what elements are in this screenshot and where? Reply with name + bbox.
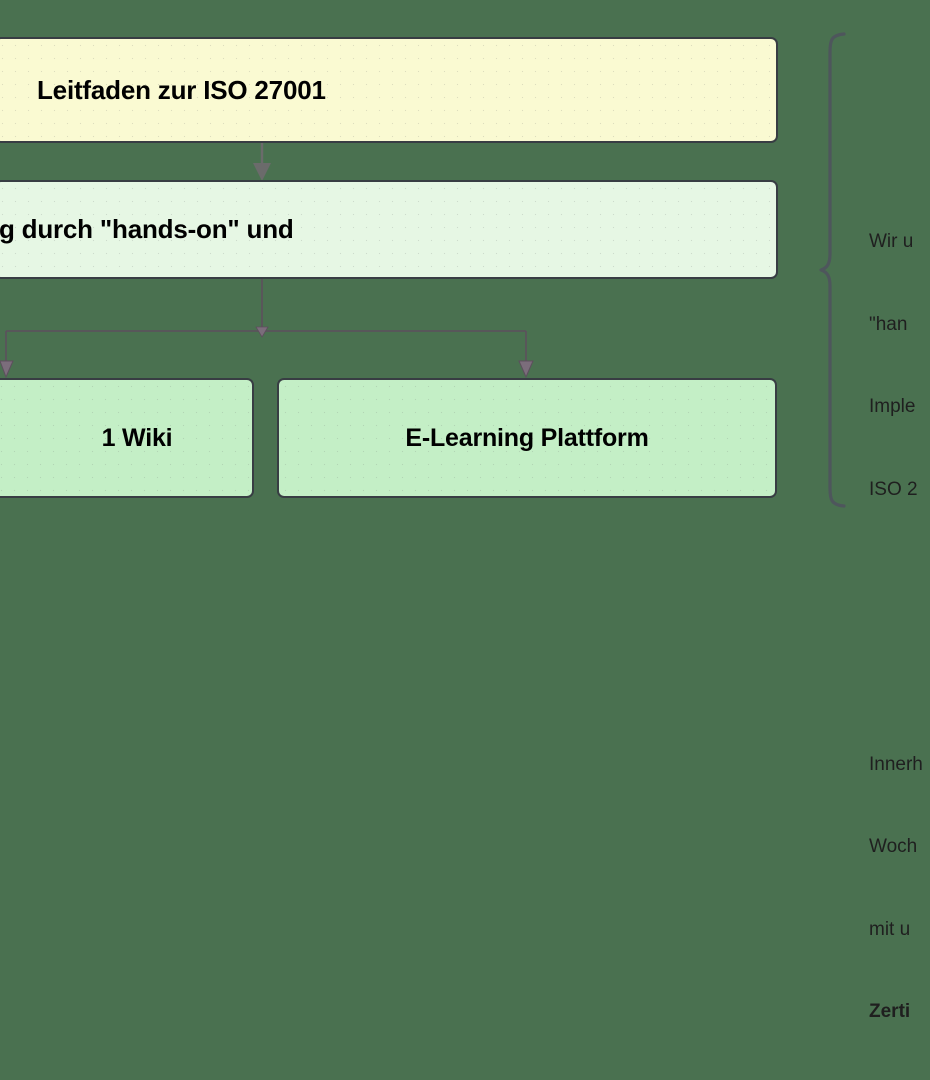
side-line-emphasis: Zerti — [869, 998, 930, 1026]
node-iso-27001-wiki[interactable]: 1 Wiki — [0, 378, 254, 498]
side-line: Woch — [869, 833, 930, 861]
side-panel-text: Wir u "han Imple ISO 2 Innerh Woch mit u… — [869, 118, 930, 1080]
node-unterstuetzung-label: rstützung durch "hands-on" und — [0, 214, 294, 245]
curly-brace-icon — [818, 30, 852, 510]
side-line: "han — [869, 311, 930, 339]
node-leitfaden-iso-27001[interactable]: Leitfaden zur ISO 27001 — [0, 37, 778, 143]
side-line: Imple — [869, 393, 930, 421]
diagram-canvas: Leitfaden zur ISO 27001 rstützung durch … — [0, 0, 930, 540]
node-wiki-label: 1 Wiki — [102, 424, 173, 453]
node-e-learning-plattform[interactable]: E-Learning Plattform — [277, 378, 777, 498]
side-paragraph-1: Wir u "han Imple ISO 2 — [869, 173, 930, 558]
node-elearning-label: E-Learning Plattform — [405, 424, 648, 453]
side-line: mit u — [869, 916, 930, 944]
side-line: Wir u — [869, 228, 930, 256]
edge-support-fork — [0, 279, 533, 377]
edge-guide-to-support — [253, 143, 271, 181]
node-unterstuetzung-hands-on[interactable]: rstützung durch "hands-on" und — [0, 180, 778, 279]
node-leitfaden-label: Leitfaden zur ISO 27001 — [37, 75, 326, 106]
side-paragraph-2: Innerh Woch mit u Zerti — [869, 696, 930, 1080]
side-paragraph-spacer — [869, 613, 930, 641]
side-line: Innerh — [869, 751, 930, 779]
side-line: ISO 2 — [869, 476, 930, 504]
